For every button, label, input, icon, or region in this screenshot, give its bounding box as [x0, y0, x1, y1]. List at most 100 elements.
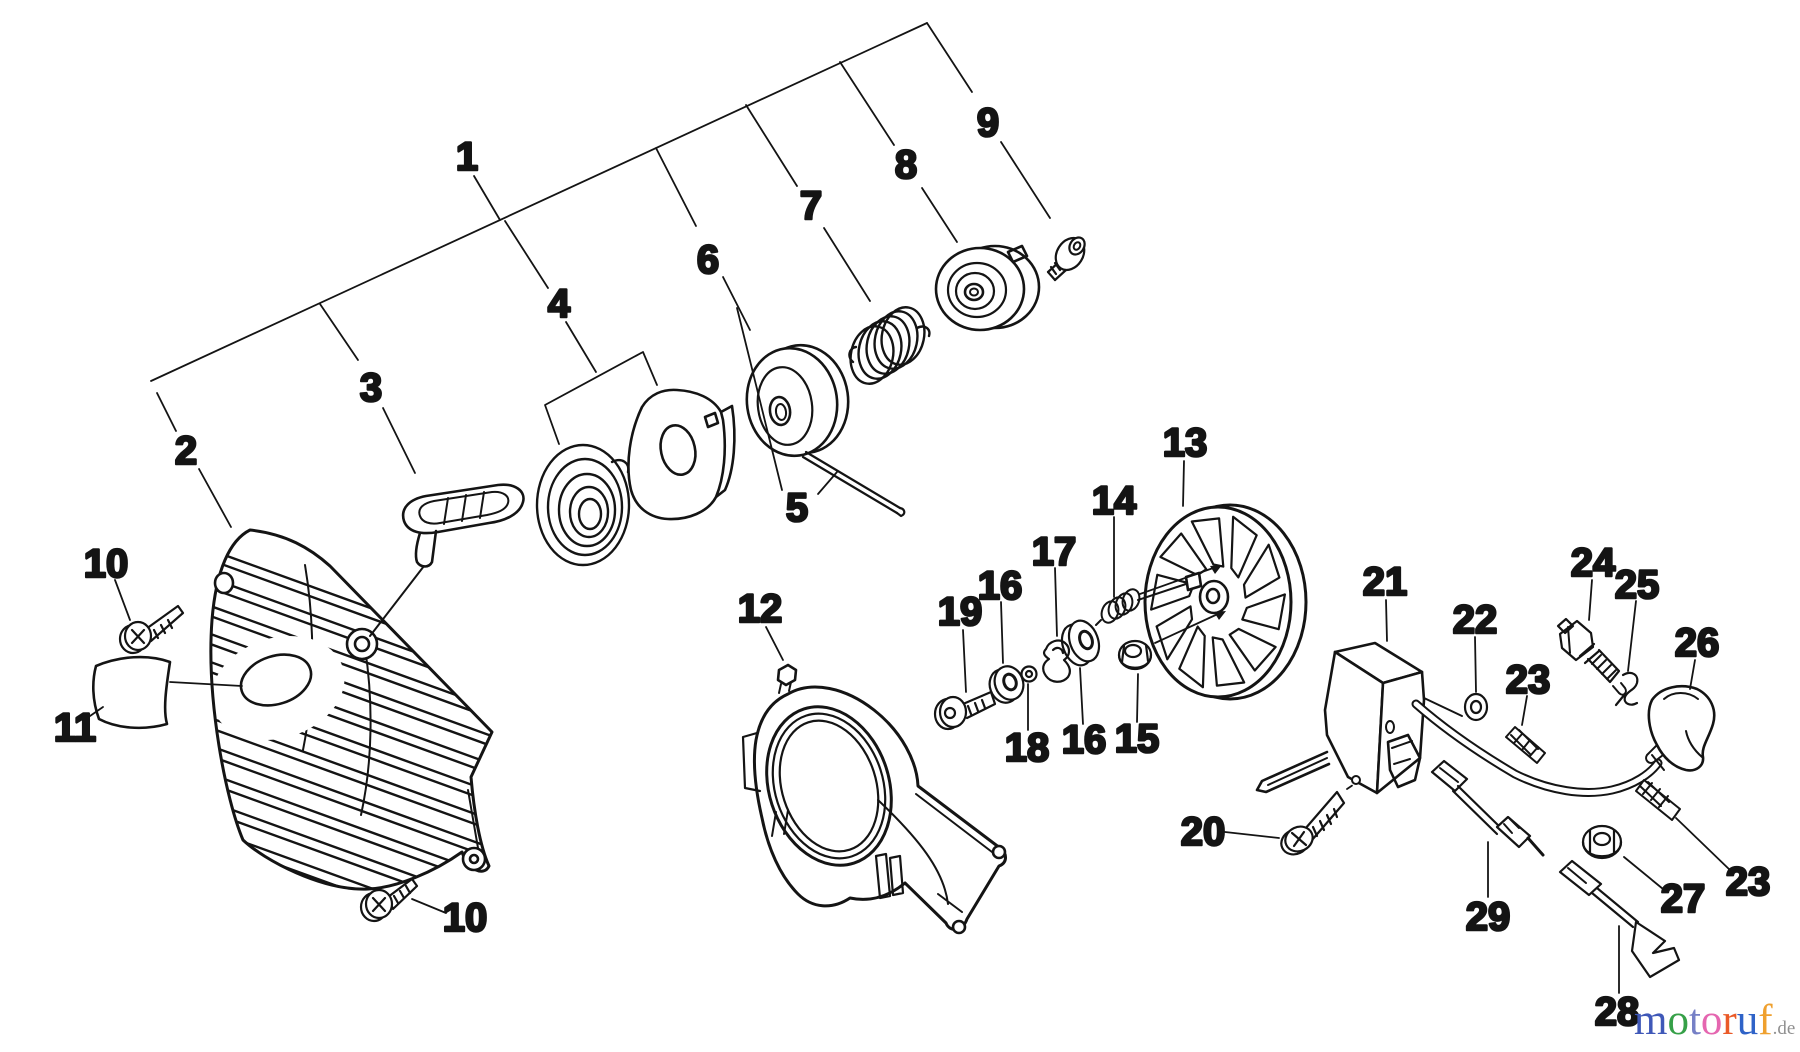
- washer-16a-drawing: [988, 665, 1025, 704]
- logo-letter: o: [1700, 997, 1723, 1044]
- drum-screw-drawing: [1046, 236, 1086, 282]
- circlip-18-drawing: [1020, 665, 1038, 683]
- leader-line-part-8: [839, 61, 895, 146]
- part-number-9: 9: [977, 101, 999, 145]
- starter-pawl-drawing: [1042, 639, 1071, 683]
- leader-line-part-9: [926, 22, 973, 93]
- leader-line-part-10: [411, 898, 447, 914]
- pawl-screw-drawing: [933, 690, 997, 731]
- part-number-5: 5: [786, 486, 808, 530]
- ignition-coil-drawing: [1255, 641, 1665, 797]
- leader-line-part-3: [382, 407, 416, 474]
- flywheel-blade: [1228, 627, 1277, 672]
- leader-line-part-2: [156, 392, 177, 432]
- leader-line-part-12: [765, 626, 784, 661]
- housing-outline: [209, 528, 494, 891]
- part-number-24: 24: [1571, 541, 1616, 585]
- screw-10b-drawing: [359, 877, 419, 923]
- part-number-27: 27: [1661, 877, 1706, 921]
- part-number-16: 16: [1062, 718, 1107, 762]
- part-number-10: 10: [443, 896, 488, 940]
- screw-10a-drawing: [118, 604, 185, 655]
- leader-line-part-3: [319, 303, 359, 361]
- spring-23b-drawing: [1635, 779, 1681, 821]
- leader-line-part-6: [655, 147, 697, 227]
- part-number-29: 29: [1466, 895, 1511, 939]
- pawl-spring-drawing: [1095, 583, 1187, 626]
- part-number-20: 20: [1181, 810, 1226, 854]
- part-number-2: 2: [175, 429, 197, 473]
- washer-22-drawing: [1463, 692, 1489, 722]
- logo-letter: t: [1688, 997, 1701, 1044]
- leader-line-part-1: [473, 175, 501, 221]
- leader-line-part-25: [1627, 600, 1637, 672]
- washer-16b-drawing: [1060, 619, 1101, 667]
- leader-line-part-8: [921, 187, 958, 243]
- starter-rope-drawing: [801, 450, 906, 518]
- part-number-14: 14: [1092, 479, 1137, 523]
- leader-line-part-5: [736, 307, 783, 491]
- leader-line-part-16: [1079, 667, 1084, 725]
- leader-line-part-11: [89, 706, 104, 717]
- rewind-spring-drawing: [535, 443, 631, 567]
- leader-line-part-16: [1000, 601, 1004, 664]
- flywheel-blade: [1242, 543, 1281, 599]
- logo-letter: r: [1722, 997, 1737, 1044]
- leader-line-part-7: [823, 227, 871, 302]
- part-number-26: 26: [1675, 621, 1720, 665]
- part-number-23: 23: [1506, 658, 1551, 702]
- leader-line-part-23: [1675, 817, 1733, 873]
- starter-rope-to-guide: [369, 565, 425, 637]
- leader-line-part-15: [1136, 673, 1139, 723]
- leader-line-part-4: [504, 220, 549, 289]
- part-number-8: 8: [895, 143, 917, 187]
- leader-line-part-2: [198, 468, 232, 528]
- logo-letter: u: [1736, 997, 1759, 1044]
- lead-wire-28-drawing: [1558, 859, 1681, 979]
- part-number-1: 1: [456, 135, 478, 179]
- part-number-21: 21: [1363, 560, 1408, 604]
- flywheel-blade: [1241, 593, 1286, 631]
- leader-line-part-4: [544, 351, 658, 445]
- plug-boot-drawing: [1645, 685, 1716, 772]
- spring-23a-drawing: [1505, 726, 1546, 764]
- callouts-layer: 1234567891011101213141516171819202122232…: [53, 22, 1772, 1035]
- part-number-23: 23: [1726, 860, 1771, 904]
- housing-arm-inner-line: [467, 789, 479, 849]
- spring-case-drawing: [627, 388, 736, 521]
- leader-line-part-7: [745, 104, 798, 187]
- logo-letter: f: [1758, 997, 1773, 1044]
- part-number-17: 17: [1032, 530, 1077, 574]
- part-number-6: 6: [697, 238, 719, 282]
- lead-wire-29-drawing: [1430, 759, 1545, 857]
- motoruf-logo: motoruf.de: [1634, 999, 1795, 1042]
- coil-laminated-arm: [1255, 750, 1331, 794]
- flywheel-blade: [1230, 515, 1258, 579]
- flywheel-blade: [1211, 636, 1246, 687]
- leader-line-part-20: [1224, 831, 1280, 839]
- leader-line-part-17: [1054, 567, 1058, 637]
- flywheel-drawing: [1139, 503, 1308, 701]
- leader-line-part-22: [1474, 636, 1477, 693]
- part-number-13: 13: [1163, 421, 1208, 465]
- leader-line-part-19: [962, 629, 967, 693]
- part-number-28: 28: [1595, 990, 1640, 1034]
- leader-line-part-1: [150, 22, 928, 382]
- part-number-18: 18: [1005, 726, 1050, 770]
- part-number-19: 19: [938, 590, 983, 634]
- part-number-22: 22: [1453, 598, 1498, 642]
- part-number-3: 3: [360, 366, 382, 410]
- housing-rope-guide-hole: [353, 635, 371, 653]
- part-number-12: 12: [738, 587, 783, 631]
- leader-line-part-10: [114, 579, 131, 621]
- leader-line-part-24: [1588, 579, 1593, 621]
- flywheel-nut-drawing: [1117, 639, 1153, 671]
- part-number-16: 16: [978, 564, 1023, 608]
- part-number-10: 10: [84, 542, 129, 586]
- part-number-11: 11: [54, 706, 96, 750]
- housing-foot-hole: [468, 853, 480, 865]
- leader-line-part-5: [817, 471, 838, 495]
- part-number-7: 7: [800, 184, 822, 228]
